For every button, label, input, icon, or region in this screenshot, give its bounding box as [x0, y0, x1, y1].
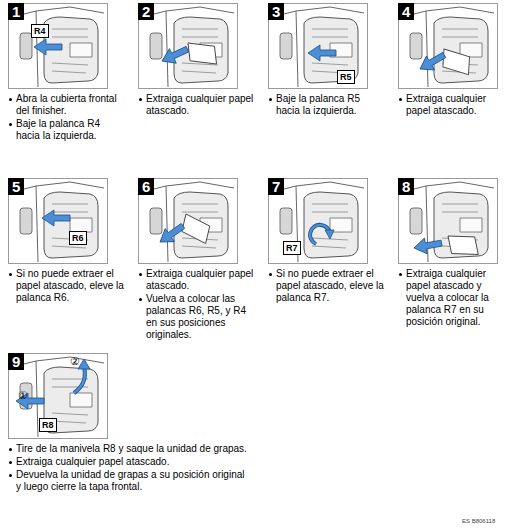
caption-text: Extraiga cualquier papel atascado. [406, 93, 486, 116]
bullet-dot [139, 98, 142, 101]
caption-text: Extraiga cualquier papel atascado. [146, 93, 253, 116]
lever-name: R4 [34, 26, 46, 36]
step-number: 3 [268, 3, 284, 20]
caption-bullet: Vuelva a colocar las palancas R6, R5, y … [138, 293, 256, 341]
step-number: 1 [8, 3, 24, 20]
caption-bullet: Extraiga cualquier papel atascado. [138, 93, 256, 117]
caption-bullet: Extraiga cualquier papel atascado. [138, 268, 256, 292]
step-caption: Abra la cubierta frontal del finisher.Ba… [8, 93, 126, 143]
callout-number: ① [18, 390, 28, 401]
caption-bullet: Baje la palanca R5 hacia la izquierda. [268, 93, 386, 117]
caption-bullet: Extraiga cualquier papel atascado. [8, 456, 248, 468]
step-panel: 1Abra la cubierta frontal del finisher.B… [8, 3, 108, 89]
bullet-dot [9, 474, 12, 477]
step-caption: Extraiga cualquier papel atascado y vuel… [398, 268, 506, 329]
step-number: 5 [8, 178, 24, 195]
caption-bullet: Extraiga cualquier papel atascado y vuel… [398, 268, 506, 328]
bullet-dot [399, 273, 402, 276]
step-caption: Si no puede extraer el papel atascado, e… [268, 268, 386, 305]
step-panel: 8Extraiga cualquier papel atascado y vue… [398, 178, 498, 264]
step-panel: 7Si no puede extraer el papel atascado, … [268, 178, 368, 264]
step-panel: 2Extraiga cualquier papel atascado. [138, 3, 238, 89]
step-number: 2 [138, 3, 154, 20]
step-number: 8 [398, 178, 414, 195]
step-caption: Baje la palanca R5 hacia la izquierda. [268, 93, 386, 118]
lever-name: R6 [72, 233, 84, 243]
step-panel: 5Si no puede extraer el papel atascado, … [8, 178, 108, 264]
step-caption: Extraiga cualquier papel atascado. [398, 93, 506, 118]
bullet-dot [139, 298, 142, 301]
step-number: 6 [138, 178, 154, 195]
caption-bullet: Abra la cubierta frontal del finisher. [8, 93, 126, 117]
bullet-dot [9, 448, 12, 451]
lever-label: R5 [337, 70, 355, 84]
lever-name: R7 [286, 243, 298, 253]
caption-text: Baje la palanca R4 hacia la izquierda. [16, 118, 100, 141]
caption-text: Extraiga cualquier papel atascado. [16, 456, 169, 467]
bullet-dot [9, 98, 12, 101]
lever-label: R4 [31, 24, 49, 38]
step-number: 4 [398, 3, 414, 20]
caption-text: Tire de la manivela R8 y saque la unidad… [16, 443, 247, 454]
caption-text: Si no puede extraer el papel atascado, e… [16, 268, 124, 303]
bullet-dot [399, 98, 402, 101]
caption-text: Vuelva a colocar las palancas R6, R5, y … [146, 293, 246, 340]
caption-text: Extraiga cualquier papel atascado y vuel… [406, 268, 489, 327]
caption-bullet: Si no puede extraer el papel atascado, e… [268, 268, 386, 304]
caption-bullet: Tire de la manivela R8 y saque la unidad… [8, 443, 248, 455]
bullet-dot [9, 461, 12, 464]
step-panel: 4Extraiga cualquier papel atascado. [398, 3, 498, 89]
bullet-dot [9, 273, 12, 276]
step-number: 9 [8, 353, 24, 370]
step-panel: 6Extraiga cualquier papel atascado.Vuelv… [138, 178, 238, 264]
callout-number: ② [70, 356, 80, 367]
caption-text: Abra la cubierta frontal del finisher. [16, 93, 117, 116]
step-number: 7 [268, 178, 284, 195]
caption-bullet: Extraiga cualquier papel atascado. [398, 93, 506, 117]
caption-bullet: Si no puede extraer el papel atascado, e… [8, 268, 126, 304]
bullet-dot [139, 273, 142, 276]
step-caption: Extraiga cualquier papel atascado. [138, 93, 256, 118]
step-caption: Si no puede extraer el papel atascado, e… [8, 268, 126, 305]
bullet-dot [269, 273, 272, 276]
lever-name: R8 [42, 420, 54, 430]
lever-label: R7 [283, 241, 301, 255]
caption-text: Extraiga cualquier papel atascado. [146, 268, 253, 291]
lever-label: R6 [69, 231, 87, 245]
caption-text: Si no puede extraer el papel atascado, e… [276, 268, 384, 303]
caption-text: Devuelva la unidad de grapas a su posici… [16, 469, 244, 492]
step-panel: 3Baje la palanca R5 hacia la izquierda.R… [268, 3, 368, 89]
step-caption: Tire de la manivela R8 y saque la unidad… [8, 443, 248, 494]
document-code: ES B806118 [462, 516, 495, 527]
lever-label: R8 [39, 418, 57, 432]
bullet-dot [9, 123, 12, 126]
caption-bullet: Devuelva la unidad de grapas a su posici… [8, 469, 248, 493]
caption-bullet: Baje la palanca R4 hacia la izquierda. [8, 118, 126, 142]
lever-name: R5 [340, 72, 352, 82]
bullet-dot [269, 98, 272, 101]
caption-text: Baje la palanca R5 hacia la izquierda. [276, 93, 360, 116]
step-caption: Extraiga cualquier papel atascado.Vuelva… [138, 268, 256, 342]
